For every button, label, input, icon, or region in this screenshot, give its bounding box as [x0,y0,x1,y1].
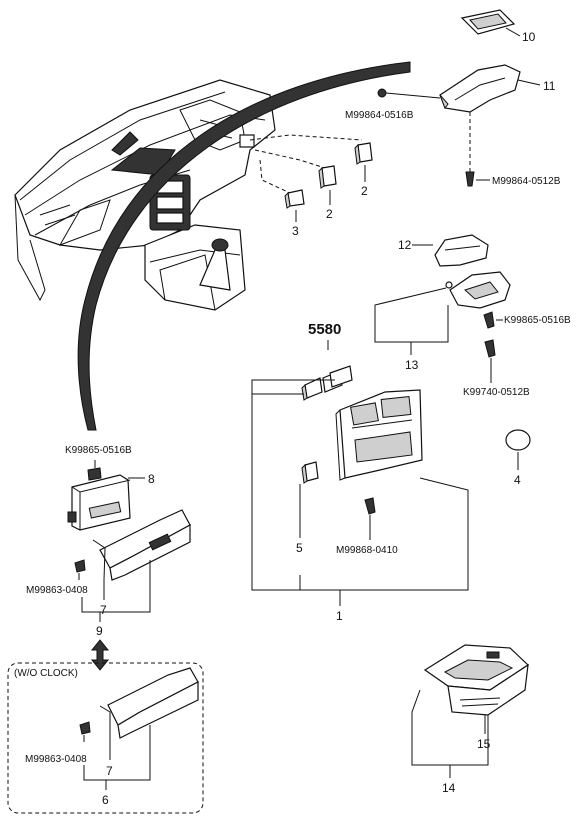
callout-2a: 2 [361,184,368,198]
cap-part-4 [505,429,531,451]
callout-1: 1 [336,609,343,623]
switch-part-2b [318,165,337,189]
pointer-sweep-icon [77,61,411,431]
clip-part-5 [301,461,319,484]
callout-8: 8 [148,472,155,486]
screw-icon [87,467,102,481]
clock-cover-part [99,509,191,581]
blank-cover-part [107,667,199,739]
screw-icon [79,721,91,735]
screw-icon [377,88,387,98]
callout-4: 4 [514,473,521,487]
swap-arrow-icon [90,639,110,671]
callout-2b: 2 [326,207,333,221]
screw-icon [465,171,475,187]
screw-icon [484,339,496,358]
clock-unit-part-8 [67,474,131,531]
cover-part-13 [449,271,511,309]
switch-pair-5580 [301,365,353,401]
callout-9: 9 [96,624,103,638]
pad-part-10 [460,9,516,35]
callout-11: 11 [543,79,556,93]
fastener-k99865-0516b-left: K99865-0516B [65,445,132,456]
ashtray-part-14 [423,644,529,716]
callout-13: 13 [405,358,419,372]
variant-label: (W/O CLOCK) [14,668,78,679]
callout-14: 14 [442,781,456,795]
group-5580-label: 5580 [308,321,341,338]
callout-10: 10 [522,30,536,44]
switch-part-3 [284,189,305,209]
bezel-panel-part [335,389,423,481]
callout-5: 5 [296,541,303,555]
callout-15: 15 [477,737,491,751]
fastener-m99868-0410: M99868-0410 [336,545,398,556]
variant-box [7,662,204,814]
callout-7a: 7 [100,603,107,617]
callout-3: 3 [292,224,299,238]
fastener-m99863-0408-a: M99863-0408 [26,585,88,596]
screw-icon [483,311,495,329]
fastener-m99864-0516b: M99864-0516B [345,110,414,121]
callout-6: 6 [102,793,109,807]
fastener-m99864-0512b: M99864-0512B [492,176,561,187]
screw-icon [364,497,376,515]
fastener-m99863-0408-b: M99863-0408 [25,754,87,765]
bracket-part-11 [439,64,521,113]
callout-12: 12 [398,238,412,252]
arrow-up-icon [111,131,139,156]
fastener-k99740-0512b: K99740-0512B [463,387,530,398]
switch-part-2a [354,142,373,165]
callout-7b: 7 [106,764,113,778]
screw-icon [74,559,86,573]
fastener-k99865-0516b-right: K99865-0516B [504,315,571,326]
cover-part-12 [434,234,489,267]
dashboard-illustration [14,79,276,311]
